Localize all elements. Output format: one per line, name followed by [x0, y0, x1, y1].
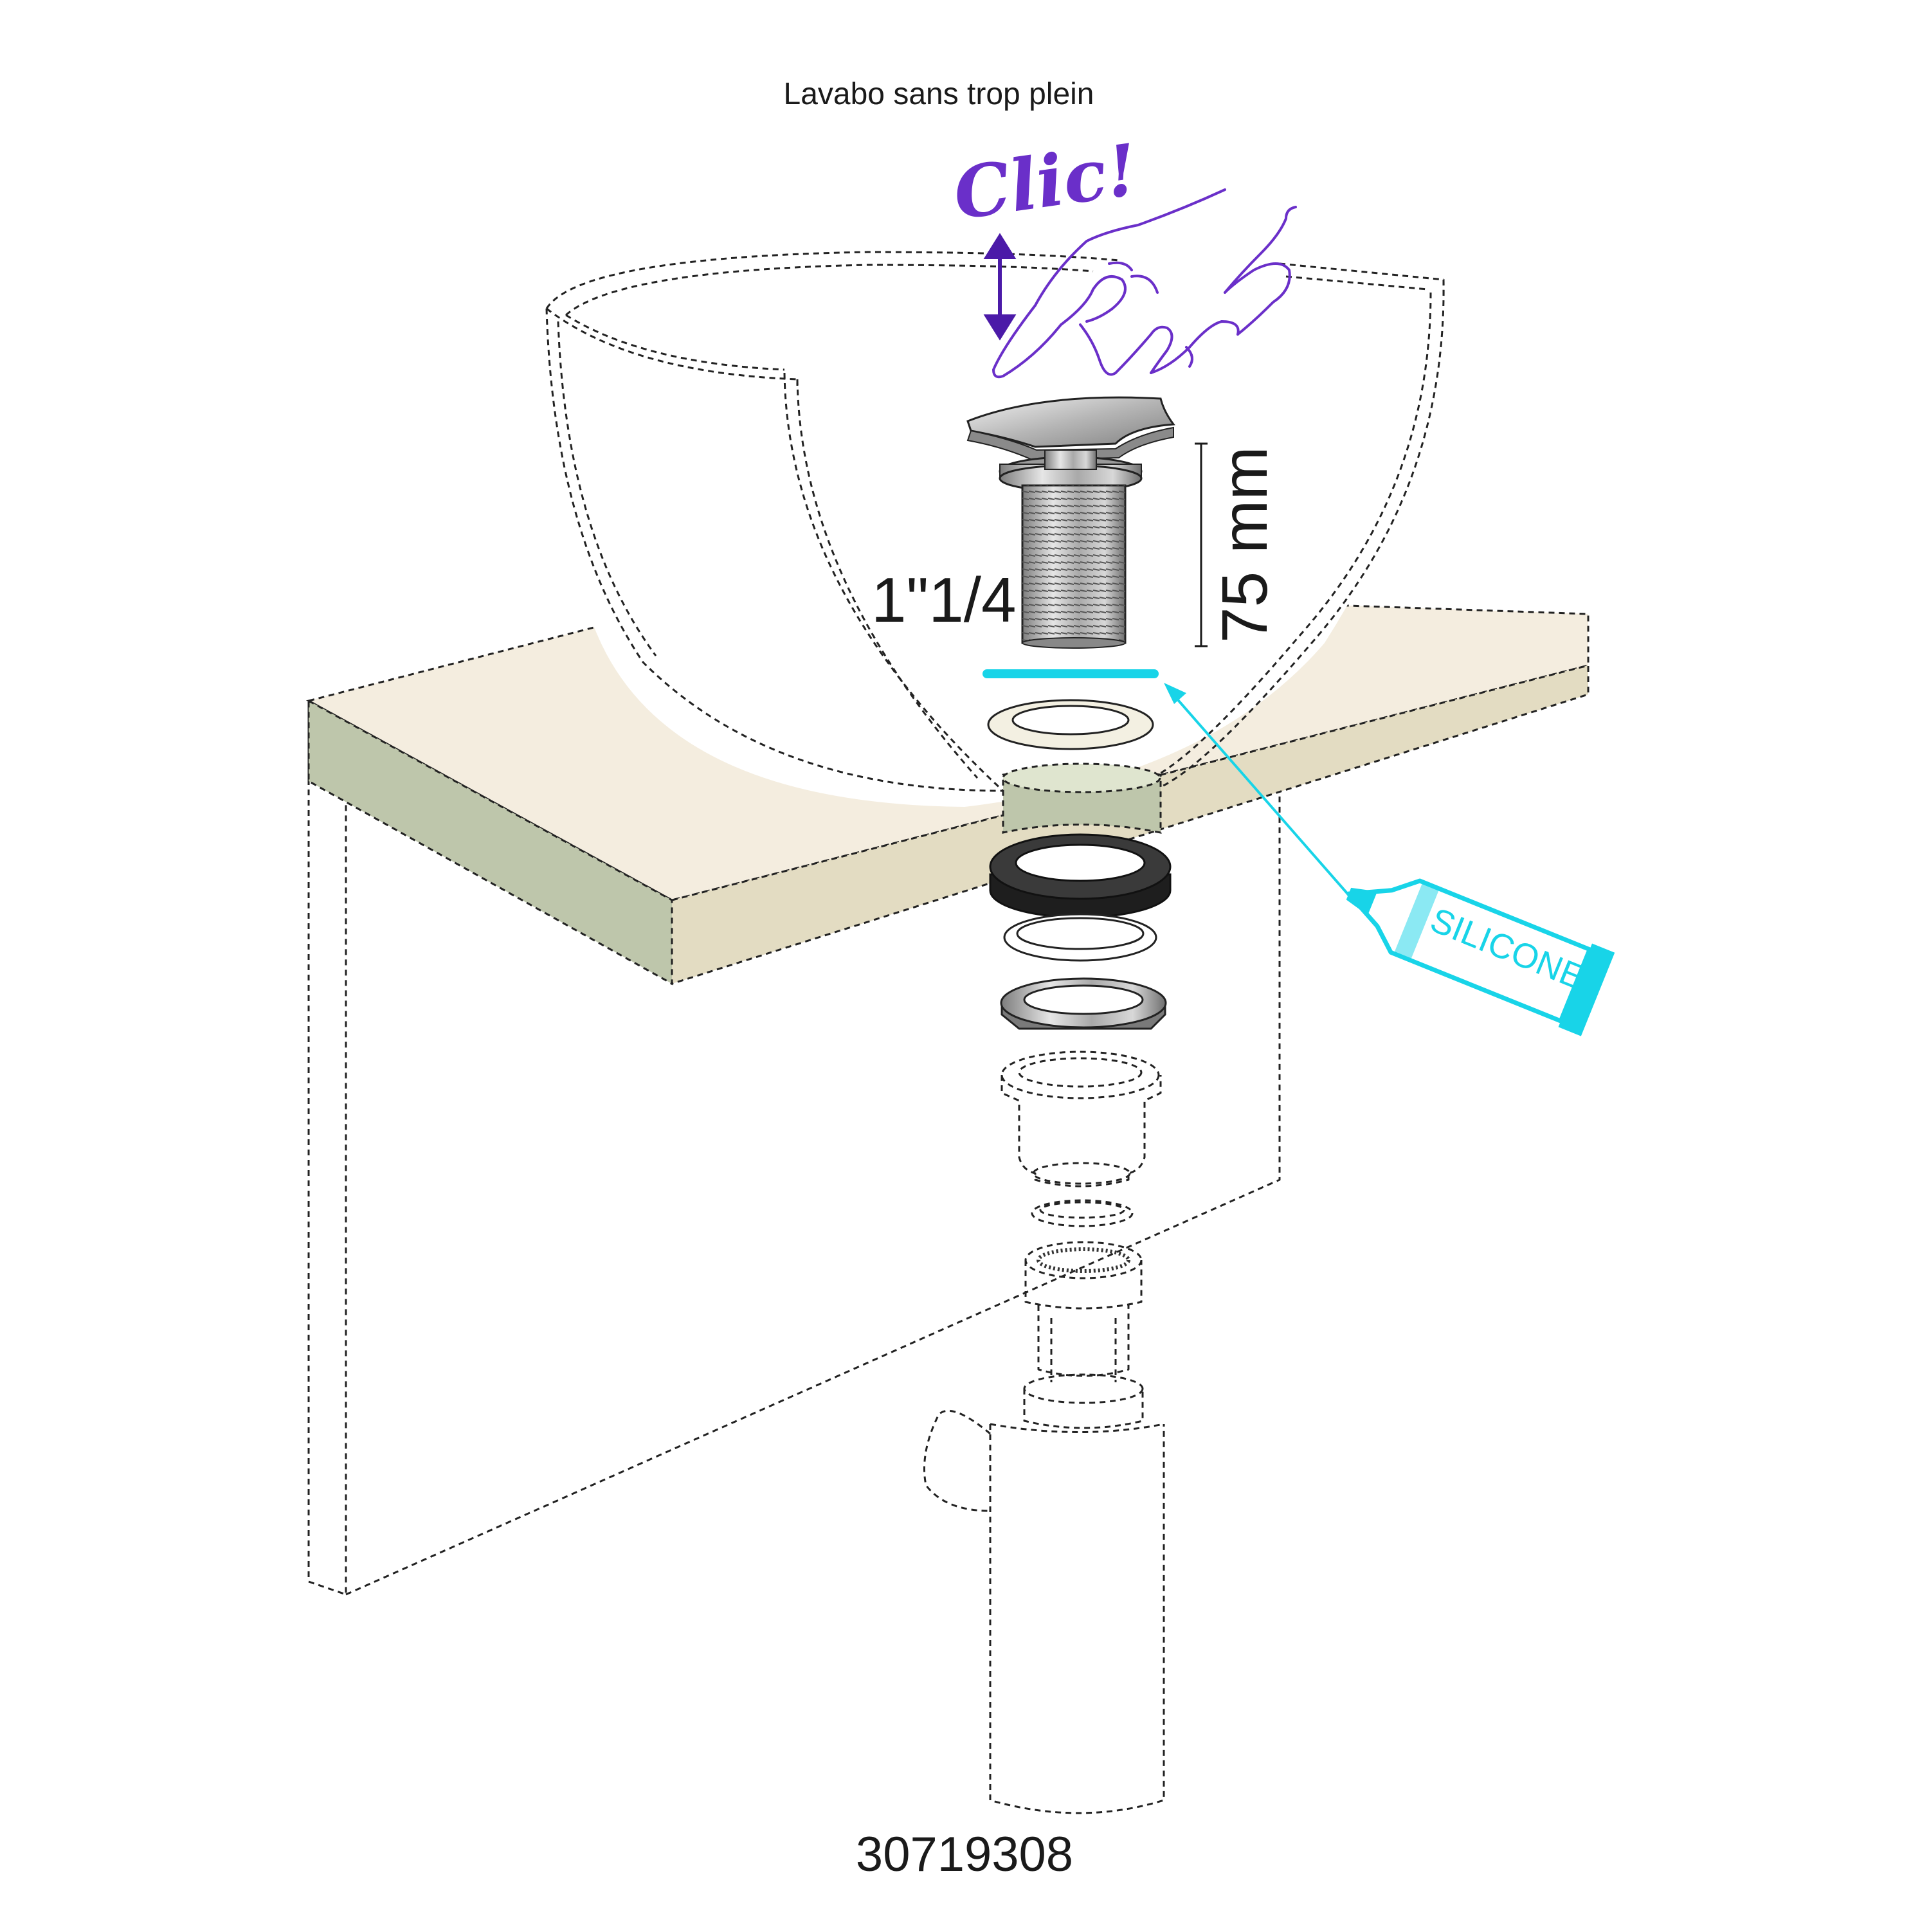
chrome-nut: [1000, 977, 1167, 1030]
thread-size-label: 1"1/4: [871, 564, 1017, 635]
double-arrow-icon: [983, 233, 1017, 341]
basin: [545, 251, 1445, 834]
hand-icon: [992, 188, 1297, 379]
silicone-pointer-line: [1169, 690, 1352, 898]
silicone-pointer-arrow-icon: [1164, 683, 1186, 704]
diagram-title: Lavabo sans trop plein: [784, 77, 1094, 111]
black-seal: [989, 833, 1172, 919]
siphon-outline: [923, 1051, 1165, 1814]
thin-washer: [1003, 913, 1157, 962]
height-label: 75 mm: [1209, 446, 1281, 643]
click-label: Clic!: [948, 128, 1143, 236]
cabinet-outline: [307, 707, 1281, 1596]
white-seal: [987, 699, 1154, 750]
popup-plug: [966, 396, 1175, 649]
height-dimension: [1195, 442, 1208, 647]
silicone-tube-icon: [1346, 878, 1615, 1036]
product-code: 30719308: [856, 1827, 1073, 1882]
